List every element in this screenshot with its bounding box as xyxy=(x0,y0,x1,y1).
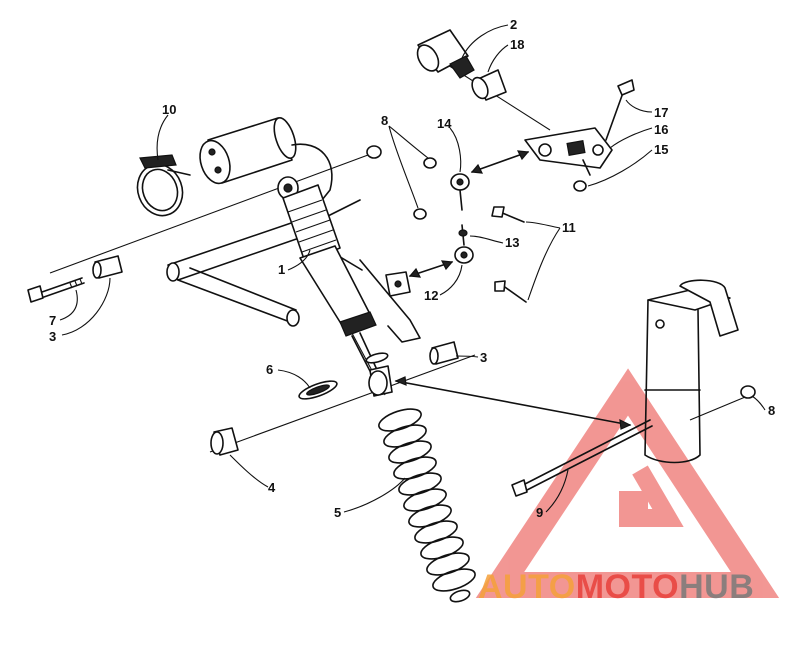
svg-text:AUTOMOTOHUB: AUTOMOTOHUB xyxy=(478,568,754,606)
callout-3-right: 3 xyxy=(480,350,487,365)
automotohub-logo-text: AUTOMOTOHUB xyxy=(478,568,754,606)
arrow-link-12-bracket xyxy=(408,260,454,278)
callout-2: 2 xyxy=(510,17,517,32)
part-8-nut-upper xyxy=(366,145,437,220)
axis-line-upper xyxy=(49,154,369,274)
callout-3-left: 3 xyxy=(49,329,56,344)
part-15-nut xyxy=(573,180,587,192)
callout-4: 4 xyxy=(268,480,276,495)
part-5-coil-spring xyxy=(378,408,476,603)
callout-17: 17 xyxy=(654,105,668,120)
callout-7: 7 xyxy=(49,313,56,328)
callout-16: 16 xyxy=(654,122,668,137)
rod-washer xyxy=(365,352,389,364)
part-12-rod-end xyxy=(454,246,474,264)
leader-lines xyxy=(59,24,766,513)
mount-bracket xyxy=(385,271,411,297)
part-18-bushing xyxy=(471,69,507,101)
part-17-bolt xyxy=(605,79,635,141)
callout-5: 5 xyxy=(334,505,341,520)
callout-6: 6 xyxy=(266,362,273,377)
arrow-link-14-16 xyxy=(470,150,530,174)
shock-lower-eye xyxy=(368,365,393,397)
part-6-retainer-clip xyxy=(298,380,338,400)
watermark-hub: HUB xyxy=(679,568,754,606)
part-13-adjuster xyxy=(458,224,468,246)
part-14-rod-end xyxy=(450,173,470,211)
automotohub-watermark xyxy=(475,368,780,598)
part-8-nut-right xyxy=(740,385,756,399)
part-11-bolt-upper xyxy=(491,206,525,223)
part-3-bushing-lower xyxy=(429,341,459,365)
watermark-auto: AUTO xyxy=(478,568,576,606)
callout-13: 13 xyxy=(505,235,519,250)
part-1-shock-absorber xyxy=(277,176,379,376)
part-16-bracket xyxy=(524,127,613,176)
part-4-spacer xyxy=(210,427,239,456)
part-3-bushing-upper xyxy=(92,255,123,279)
part-9-bolt xyxy=(511,419,653,497)
part-7-bolt xyxy=(27,277,85,303)
callout-15: 15 xyxy=(654,142,668,157)
reservoir-canister xyxy=(199,117,333,201)
axis-line-lower xyxy=(209,354,476,453)
callout-1: 1 xyxy=(278,262,285,277)
callout-18: 18 xyxy=(510,37,524,52)
part-11-bolt-lower xyxy=(494,280,527,303)
callout-14: 14 xyxy=(437,116,452,131)
callout-8-upper: 8 xyxy=(381,113,388,128)
part-10-hose-clamp xyxy=(136,154,191,217)
callout-10: 10 xyxy=(162,102,176,117)
callout-11: 11 xyxy=(562,220,576,235)
mount-housing xyxy=(644,279,739,464)
callout-8-right: 8 xyxy=(768,403,775,418)
watermark-moto: MOTO xyxy=(576,568,679,606)
callout-12: 12 xyxy=(424,288,438,303)
callout-labels: 2 18 10 8 14 17 16 15 11 13 1 12 7 3 3 6… xyxy=(49,17,775,520)
arrow-eye-housing xyxy=(394,376,632,430)
part-2-plunger xyxy=(416,29,475,79)
callout-9: 9 xyxy=(536,505,543,520)
